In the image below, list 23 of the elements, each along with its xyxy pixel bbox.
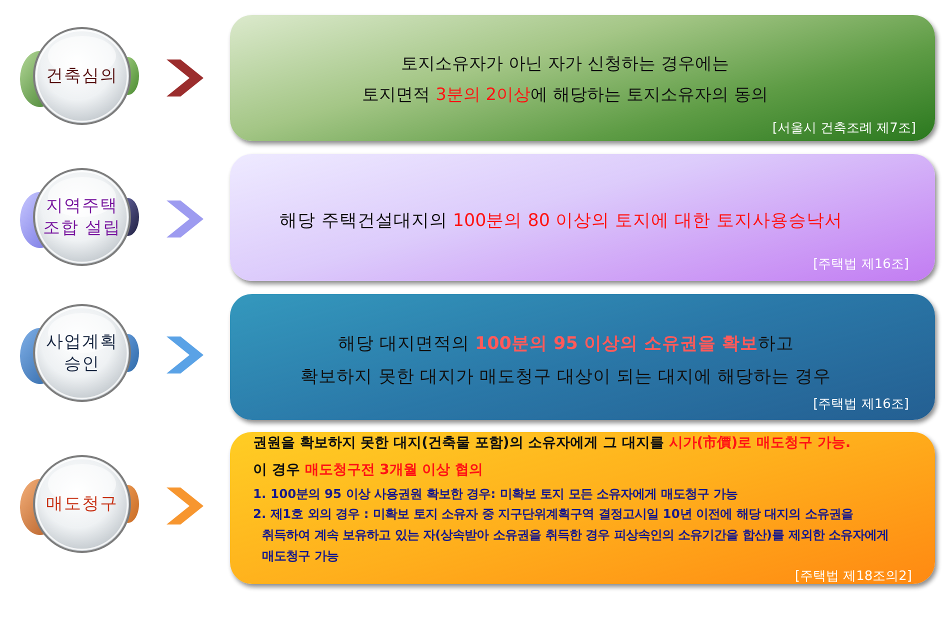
law-citation: [서울시 건축조례 제7조] [772, 121, 916, 137]
law-citation: [주택법 제18조의2] [794, 569, 912, 585]
list-item: 2. 제1호 외의 경우 : 미확보 토지 소유자 중 지구단위계획구역 결정고시일 10년 이전에 해당 대지의 소유권을 취득하여 계속 보유하고 있는 자(상속받아 소유권을 취득한 경우 피상속인의 소유기간을 합산)를 제외한 소유자에게 매도청구 가능 [253, 506, 889, 565]
law-citation: [주택법 제16조] [813, 257, 909, 273]
info-panel [230, 15, 935, 141]
requirement-text: 해당 대지면적의 100분의 95 이상의 소유권을 확보하고 확보하지 못한 대지가 매도청구 대상이 되는 대지에 해당하는 경우 [300, 333, 832, 389]
info-panel [230, 294, 935, 420]
chevron-arrow [166, 336, 204, 374]
list-item: 1. 100분의 95 이상 사용권원 확보한 경우: 미확보 토지 모든 소유자에게 매도청구 가능 [253, 486, 738, 503]
chevron-arrow [166, 60, 204, 96]
law-citation: [주택법 제16조] [813, 397, 909, 413]
requirement-text: 이 경우 매도청구전 3개월 이상 협의 [253, 461, 484, 480]
chevron-arrow [166, 488, 204, 524]
step-title: 지역주택 조합 설립 [42, 195, 122, 239]
step-title: 건축심의 [46, 65, 118, 87]
requirement-text: 해당 주택건설대지의 100분의 80 이상의 토지에 대한 토지사용승낙서 [280, 210, 842, 233]
step-title: 매도청구 [46, 493, 118, 515]
requirement-text: 토지소유자가 아닌 자가 신청하는 경우에는 토지면적 3분의 2이상에 해당하는 토지소유자의 동의 [362, 53, 768, 107]
step-title: 사업계획 승인 [46, 331, 118, 375]
info-panel [230, 432, 935, 584]
chevron-arrow [166, 200, 204, 238]
info-panel [230, 154, 935, 281]
requirement-text: 권원을 확보하지 못한 대지(건축물 포함)의 소유자에게 그 대지를 시가(市價)로 매도청구 가능. [253, 434, 851, 453]
